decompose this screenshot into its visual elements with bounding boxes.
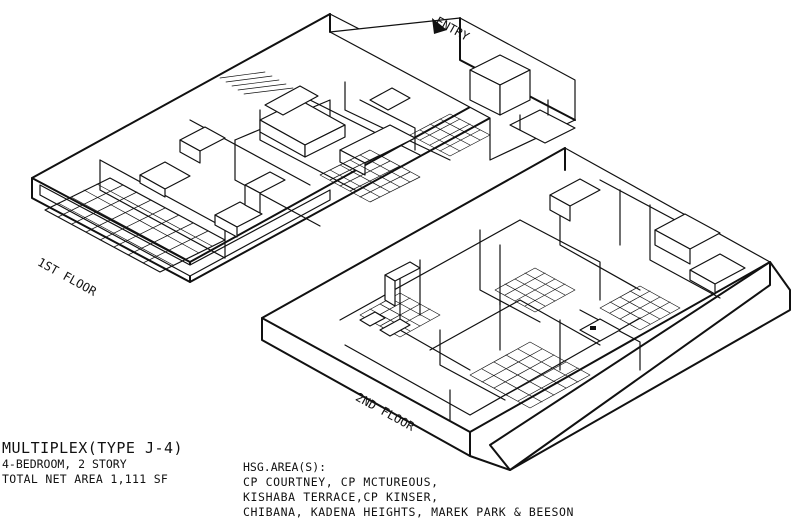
entry-arrow-icon bbox=[432, 18, 447, 34]
housing-area-line: KISHABA TERRACE,CP KINSER, bbox=[243, 490, 439, 504]
stair-icon bbox=[219, 71, 294, 95]
total-net-area: TOTAL NET AREA 1,111 SF bbox=[2, 472, 169, 486]
first-floor-plan bbox=[31, 13, 576, 283]
housing-area-line: CHIBANA, KADENA HEIGHTS, MAREK PARK & BE… bbox=[243, 505, 575, 519]
tile-grid-hall bbox=[494, 267, 576, 313]
tile-grid-kitchen bbox=[319, 149, 421, 203]
second-floor-plan bbox=[261, 147, 791, 471]
plan-subtitle: 4-BEDROOM, 2 STORY bbox=[2, 457, 127, 471]
housing-area-heading: HSG.AREA(S): bbox=[243, 460, 327, 474]
housing-area-line: CP COURTNEY, CP MCTUREOUS, bbox=[243, 475, 439, 489]
tile-grid-bath-right bbox=[599, 285, 681, 331]
plan-title: MULTIPLEX(TYPE J-4) bbox=[2, 439, 184, 457]
tile-grid-bedroom bbox=[469, 341, 591, 409]
